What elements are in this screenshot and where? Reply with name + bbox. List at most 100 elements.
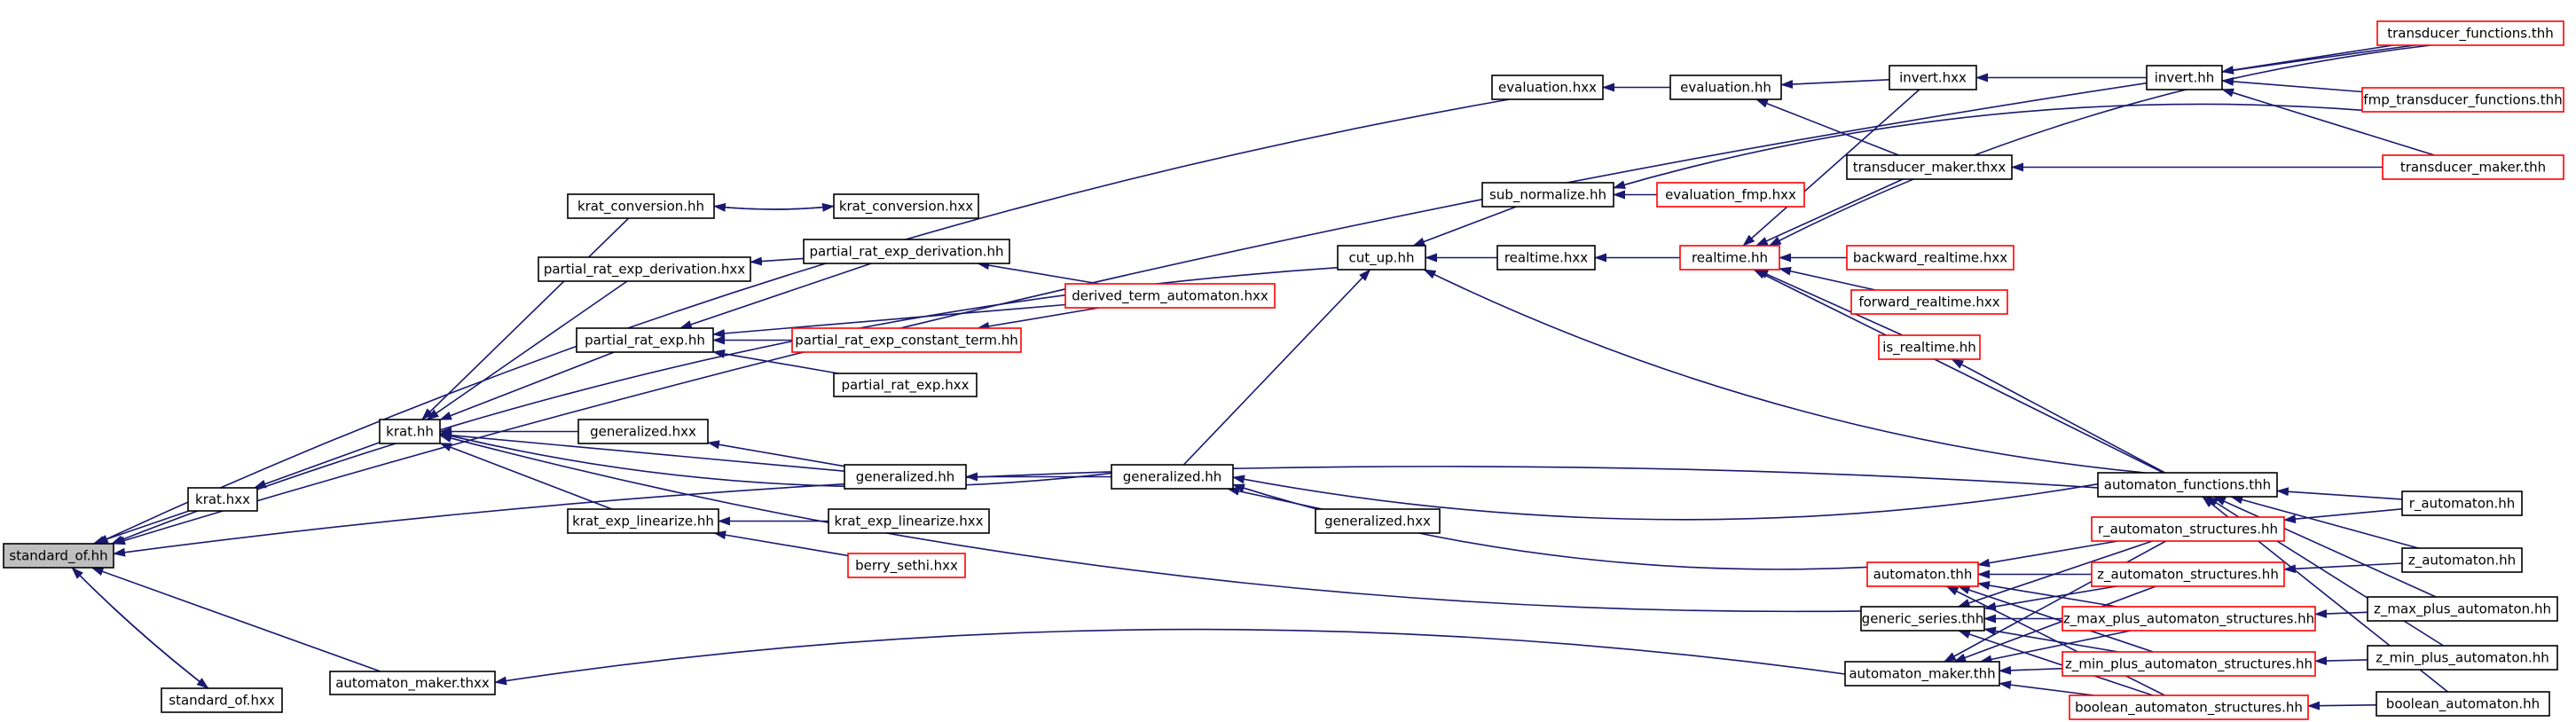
node-is-realtime-hh[interactable]: is_realtime.hh (1878, 334, 1981, 360)
node-label: transducer_maker.thh (2400, 160, 2546, 177)
edge-r-automaton-structures-hh-to-generic-series-thh (1957, 540, 2153, 608)
node-generalized-hh-a[interactable]: generalized.hh (844, 464, 967, 490)
node-label: partial_rat_exp_constant_term.hh (795, 333, 1018, 349)
node-generalized-hxx-b[interactable]: generalized.hxx (1315, 508, 1441, 534)
node-fmp-transducer-functions-thh[interactable]: fmp_transducer_functions.thh (2361, 87, 2564, 113)
node-boolean-automaton-hh[interactable]: boolean_automaton.hh (2376, 691, 2550, 717)
node-evaluation-hxx[interactable]: evaluation.hxx (1491, 75, 1604, 100)
edge-invert-hxx-to-realtime-hh (1742, 89, 1920, 247)
node-label: forward_realtime.hxx (1858, 294, 1999, 311)
node-box (1064, 283, 1276, 309)
edge-z-max-plus-automaton-hh-to-automaton-functions-thh (2212, 496, 2437, 598)
node-box (1669, 75, 1782, 100)
node-krat-hh[interactable]: krat.hh (379, 419, 441, 444)
node-partial-rat-exp-hh[interactable]: partial_rat_exp.hh (576, 327, 714, 353)
node-box (2382, 154, 2564, 180)
node-partial-rat-exp-derivation-hh[interactable]: partial_rat_exp_derivation.hh (803, 239, 1010, 264)
node-label: r_automaton_structures.hh (2098, 522, 2278, 538)
edges-layer (71, 44, 2448, 710)
node-transducer-maker-thh[interactable]: transducer_maker.thh (2382, 154, 2564, 180)
edge-krat-conversion-hh-to-krat-hh (421, 217, 630, 420)
node-partial-rat-exp-derivation-hxx[interactable]: partial_rat_exp_derivation.hxx (538, 256, 751, 282)
node-realtime-hxx[interactable]: realtime.hxx (1496, 245, 1596, 271)
node-generalized-hxx-a[interactable]: generalized.hxx (577, 419, 709, 444)
node-realtime-hh[interactable]: realtime.hh (1679, 245, 1780, 271)
edge-partial-rat-exp-hh-to-krat-hh (439, 351, 615, 421)
edge-z-automaton-hh-to-automaton-functions-thh (2230, 495, 2419, 549)
node-boolean-automaton-structures-hh[interactable]: boolean_automaton_structures.hh (2069, 695, 2309, 720)
node-forward-realtime-hxx[interactable]: forward_realtime.hxx (1850, 289, 2008, 315)
node-evaluation-hh[interactable]: evaluation.hh (1669, 75, 1782, 100)
edge-z-min-plus-automaton-hh-to-automaton-functions-thh (2205, 496, 2444, 647)
node-krat-conversion-hh[interactable]: krat_conversion.hh (567, 193, 715, 219)
node-box (1846, 154, 2013, 180)
node-evaluation-fmp-hxx[interactable]: evaluation_fmp.hxx (1656, 182, 1805, 208)
node-automaton-functions-thh[interactable]: automaton_functions.thh (2097, 472, 2278, 498)
node-partial-rat-exp-constant-term-hh[interactable]: partial_rat_exp_constant_term.hh (791, 327, 1022, 353)
edge-derived-term-automaton-hxx-to-partial-rat-exp-constant-term-hh (977, 307, 1099, 331)
node-invert-hh[interactable]: invert.hh (2146, 65, 2223, 90)
edge-r-automaton-hh-to-r-automaton-structures-hh (2283, 508, 2403, 524)
node-standard-of-hxx[interactable]: standard_of.hxx (161, 687, 283, 713)
node-automaton-maker-thxx[interactable]: automaton_maker.thxx (329, 671, 496, 695)
node-label: krat_conversion.hxx (839, 199, 973, 216)
node-partial-rat-exp-hxx[interactable]: partial_rat_exp.hxx (833, 373, 978, 397)
node-automaton-thh[interactable]: automaton.thh (1866, 561, 1979, 587)
node-box (1656, 182, 1805, 208)
node-generic-series-thh[interactable]: generic_series.thh (1860, 606, 1985, 632)
node-box (379, 419, 441, 444)
edge-krat-conversion-hh-to-krat-conversion-hxx (713, 202, 835, 212)
node-r-automaton-hh[interactable]: r_automaton.hh (2401, 490, 2523, 516)
node-cut-up-hh[interactable]: cut_up.hh (1337, 245, 1426, 271)
node-box (828, 508, 990, 534)
node-box (2069, 695, 2309, 720)
edge-r-automaton-structures-hh-to-automaton-maker-thh (1943, 540, 2167, 663)
node-z-max-plus-automaton-hh[interactable]: z_max_plus_automaton.hh (2367, 596, 2558, 622)
edge-boolean-automaton-structures-hh-to-automaton-maker-thh (1999, 680, 2094, 696)
node-z-automaton-hh[interactable]: z_automaton.hh (2401, 547, 2523, 573)
node-z-min-plus-automaton-hh[interactable]: z_min_plus_automaton.hh (2367, 645, 2558, 671)
node-sub-normalize-hh[interactable]: sub_normalize.hh (1481, 182, 1614, 208)
node-transducer-functions-thh[interactable]: transducer_functions.thh (2376, 20, 2564, 46)
edge-automaton-functions-thh-to-realtime-hh (1753, 269, 2164, 474)
node-box (833, 193, 979, 219)
node-standard-of-hh[interactable]: standard_of.hh (3, 543, 114, 569)
node-label: is_realtime.hh (1882, 340, 1976, 357)
edge-transducer-functions-thh-to-realtime-hh (1768, 44, 2431, 247)
node-krat-hxx[interactable]: krat.hxx (187, 487, 258, 512)
node-label: generalized.hh (856, 469, 955, 485)
node-box (576, 327, 714, 353)
node-krat-conversion-hxx[interactable]: krat_conversion.hxx (833, 193, 979, 219)
edge-automaton-functions-thh-to-is-realtime-hh (1951, 358, 2166, 474)
node-label: z_min_plus_automaton.hh (2376, 650, 2549, 667)
node-invert-hxx[interactable]: invert.hxx (1889, 65, 1977, 90)
node-z-min-plus-automaton-structures-hh[interactable]: z_min_plus_automaton_structures.hh (2062, 651, 2316, 677)
node-krat-exp-linearize-hxx[interactable]: krat_exp_linearize.hxx (828, 508, 990, 534)
node-generalized-hh-b[interactable]: generalized.hh (1111, 464, 1234, 490)
node-krat-exp-linearize-hh[interactable]: krat_exp_linearize.hh (567, 508, 719, 534)
node-automaton-maker-thh[interactable]: automaton_maker.thh (1844, 661, 2000, 687)
edge-fmp-transducer-functions-thh-to-sub-normalize-hh (1613, 103, 2363, 189)
node-box (1844, 661, 2000, 687)
node-box (1889, 65, 1977, 90)
node-derived-term-automaton-hxx[interactable]: derived_term_automaton.hxx (1064, 283, 1276, 309)
node-label: automaton_maker.thh (1849, 666, 1995, 683)
edge-generalized-hh-a-to-generalized-hxx-a (707, 440, 845, 467)
node-berry-sethi-hxx[interactable]: berry_sethi.hxx (847, 553, 966, 578)
node-label: krat.hh (386, 424, 434, 440)
node-backward-realtime-hxx[interactable]: backward_realtime.hxx (1846, 245, 2014, 271)
edge-generalized-hh-a-to-krat-hh (439, 430, 845, 472)
node-box (2361, 87, 2564, 113)
node-box (803, 239, 1010, 264)
node-box (1481, 182, 1614, 208)
node-transducer-maker-thxx[interactable]: transducer_maker.thxx (1846, 154, 2013, 180)
node-label: partial_rat_exp_derivation.hxx (544, 262, 745, 279)
node-r-automaton-structures-hh[interactable]: r_automaton_structures.hh (2091, 516, 2285, 542)
edge-z-automaton-structures-hh-to-automaton-maker-thh (1953, 585, 2156, 663)
node-label: evaluation.hh (1680, 80, 1771, 96)
node-z-automaton-structures-hh[interactable]: z_automaton_structures.hh (2091, 561, 2285, 587)
node-z-max-plus-automaton-structures-hh[interactable]: z_max_plus_automaton_structures.hh (2062, 606, 2316, 632)
node-label: z_max_plus_automaton_structures.hh (2063, 611, 2314, 628)
node-box (2367, 596, 2558, 622)
